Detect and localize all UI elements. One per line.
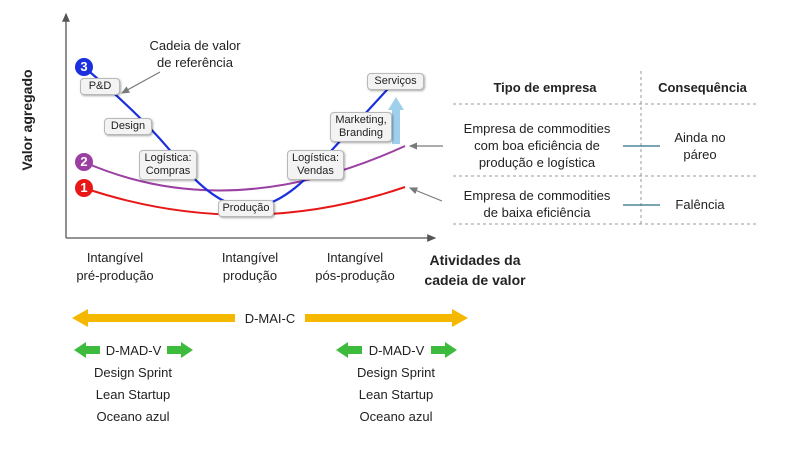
x-axis-label: Atividades da cadeia de valor xyxy=(405,250,545,290)
stage-box-design: Design xyxy=(104,118,152,135)
dmadv-left-label: D-MAD-V xyxy=(105,343,162,358)
dmadv-right-label: D-MAD-V xyxy=(368,343,425,358)
arrow-up-marketing xyxy=(388,97,404,144)
phase-post-line1: Intangível xyxy=(326,250,384,265)
stage-box-marketing-branding: Marketing, Branding xyxy=(330,112,392,142)
phase-prod-line2: produção xyxy=(222,268,278,283)
x-axis-label-line2: cadeia de valor xyxy=(424,272,526,288)
marker-1-red: 1 xyxy=(75,179,93,197)
phase-post-production: Intangível pós-produção xyxy=(300,249,410,285)
phase-pre-production: Intangível pré-produção xyxy=(60,249,170,285)
row2-type-line1: Empresa de commodities xyxy=(463,188,611,203)
arrow-up-vendas xyxy=(383,140,391,178)
methods-list-left: Design Sprint Lean Startup Oceano azul xyxy=(63,362,203,428)
list-item: Design Sprint xyxy=(356,365,436,380)
log-vendas-line2: Vendas xyxy=(297,165,334,177)
table-row1-type: Empresa de commodities com boa eficiênci… xyxy=(447,120,627,171)
phase-pre-line1: Intangível xyxy=(86,250,144,265)
dmaic-label: D-MAI-C xyxy=(235,310,305,327)
log-compras-line1: Logística: xyxy=(144,152,192,164)
phase-post-line2: pós-produção xyxy=(315,268,395,283)
list-item: Oceano azul xyxy=(359,409,433,424)
log-vendas-line1: Logística: xyxy=(291,152,340,164)
list-item: Lean Startup xyxy=(358,387,434,402)
log-compras-line2: Compras xyxy=(145,165,191,177)
table-header-consequence: Consequência xyxy=(658,80,747,95)
table-row1-consequence: Ainda no páreo xyxy=(660,129,740,163)
y-axis-label: Valor agregado xyxy=(19,69,35,171)
marketing-line1: Marketing, xyxy=(335,114,387,126)
callout-arrow xyxy=(120,71,161,94)
phase-prod-line1: Intangível xyxy=(221,250,279,265)
table-row2-consequence: Falência xyxy=(675,197,725,212)
row1-type-line3: produção e logística xyxy=(478,155,596,170)
stage-box-pd: P&D xyxy=(80,78,120,95)
stage-box-logistica-vendas: Logística: Vendas xyxy=(287,150,344,180)
row2-arrow xyxy=(408,187,443,202)
phase-production: Intangível produção xyxy=(195,249,305,285)
stage-box-servicos: Serviços xyxy=(367,73,424,90)
phase-pre-line2: pré-produção xyxy=(76,268,154,283)
table-row2-type: Empresa de commodities de baixa eficiênc… xyxy=(447,187,627,221)
row1-type-line2: com boa eficiência de xyxy=(474,138,600,153)
dmadv-arrow-left xyxy=(74,342,193,358)
methods-list-right: Design Sprint Lean Startup Oceano azul xyxy=(326,362,466,428)
stage-box-producao: Produção xyxy=(218,200,274,217)
row1-cons-line1: Ainda no xyxy=(674,130,726,145)
row1-type-line1: Empresa de commodities xyxy=(463,121,611,136)
list-item: Lean Startup xyxy=(95,387,171,402)
callout-line1: Cadeia de valor xyxy=(149,38,241,53)
list-item: Oceano azul xyxy=(96,409,170,424)
row1-cons-line2: páreo xyxy=(683,147,717,162)
marketing-line2: Branding xyxy=(338,127,384,139)
marker-3-blue: 3 xyxy=(75,58,93,76)
table-header-type: Tipo de empresa xyxy=(493,80,597,95)
x-axis-label-line1: Atividades da xyxy=(429,252,521,268)
marker-2-purple: 2 xyxy=(75,153,93,171)
list-item: Design Sprint xyxy=(93,365,173,380)
dmadv-arrow-right xyxy=(336,342,457,358)
stage-box-logistica-compras: Logística: Compras xyxy=(139,150,197,180)
callout-line2: de referência xyxy=(157,55,233,70)
reference-chain-callout: Cadeia de valor de referência xyxy=(130,37,260,71)
curve-purple xyxy=(83,145,406,192)
row2-type-line2: de baixa eficiência xyxy=(483,205,591,220)
